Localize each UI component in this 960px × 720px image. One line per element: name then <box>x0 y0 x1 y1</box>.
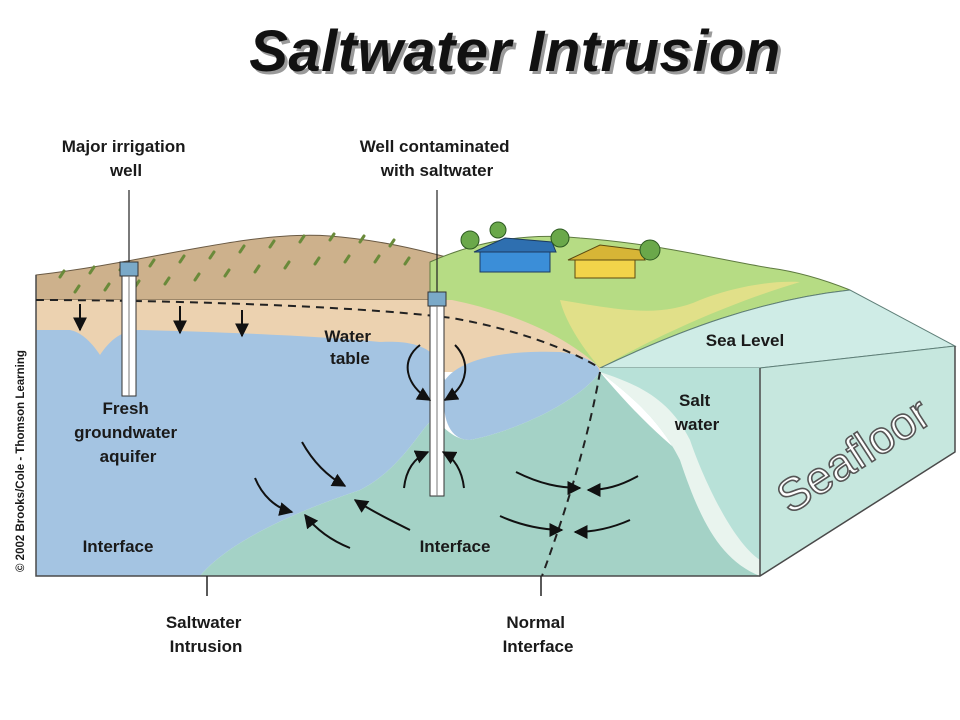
beach <box>560 281 800 368</box>
house-blue <box>473 237 557 273</box>
water-table-line2: table <box>330 349 370 368</box>
fresh-aquifer-line2: groundwater <box>74 423 177 442</box>
salt-water-line1: Salt <box>679 391 711 410</box>
normal-interface-line1: Normal <box>506 613 565 632</box>
well-contaminated-line2: with saltwater <box>380 161 494 180</box>
normal-interface-line2: Interface <box>503 637 574 656</box>
normal-interface-label: Normal Interface <box>503 613 574 656</box>
fresh-aquifer-line1: Fresh <box>102 399 148 418</box>
major-irrigation-well-line2: well <box>109 161 142 180</box>
major-irrigation-well-line1: Major irrigation <box>62 137 186 156</box>
salt-water-label: Salt water <box>674 391 720 434</box>
saltwater-intrusion-label: Saltwater Intrusion <box>166 613 246 656</box>
water-table-line <box>35 299 601 369</box>
farmland <box>35 234 453 301</box>
trees <box>460 221 661 261</box>
fresh-groundwater-aquifer-label: Fresh groundwater aquifer <box>74 399 182 466</box>
well-contaminated-line1: Well contaminated <box>360 137 510 156</box>
sea-level-label: Sea Level <box>706 331 784 350</box>
normal-interface-line <box>541 371 601 577</box>
fresh-aquifer-line3: aquifer <box>100 447 157 466</box>
contaminated-well <box>427 291 447 497</box>
well-contaminated-label: Well contaminated with saltwater <box>360 137 515 180</box>
seafloor-slope <box>600 372 760 576</box>
copyright-credit: © 2002 Brooks/Cole - Thomson Learning <box>15 350 27 572</box>
block-outline <box>35 275 956 577</box>
fresh-lens-right <box>443 351 600 440</box>
fresh-groundwater-aquifer <box>36 330 446 576</box>
irrigation-well <box>119 261 139 397</box>
salt-water-line2: water <box>674 415 720 434</box>
sea-surface <box>599 289 957 369</box>
interface-right-label: Interface <box>420 537 491 556</box>
saltwater-intrusion-line2: Intrusion <box>170 637 243 656</box>
saltwater-intrusion-line1: Saltwater <box>166 613 242 632</box>
flow-arrows <box>73 304 639 549</box>
crop-rows <box>58 232 411 294</box>
water-table-label: Water table <box>324 327 375 368</box>
major-irrigation-well-label: Major irrigation well <box>62 137 190 180</box>
page-title: Saltwater Intrusion <box>249 19 781 84</box>
interface-left-label: Interface <box>83 537 154 556</box>
water-table-line1: Water <box>324 327 371 346</box>
